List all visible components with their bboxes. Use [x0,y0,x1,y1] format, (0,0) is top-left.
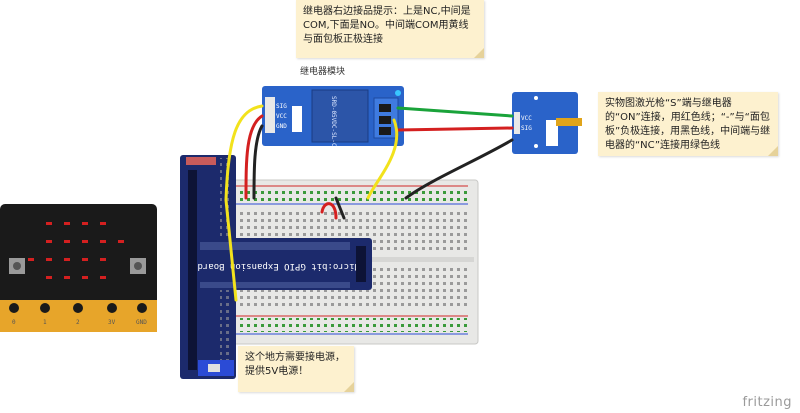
wire-black-laser-gnd [404,138,514,200]
laser-pin-sig: SIG [521,125,532,132]
power-hint-note: 这个地方需要接电源，提供5V电源！ [238,346,354,392]
microbit-pad-3v: 3V [108,319,116,326]
wire-black-gnd [252,124,264,200]
fritzing-watermark: fritzing [742,395,792,410]
microbit-pad-gnd: GND [136,319,147,326]
relay-pin-vcc: VCC [276,113,287,120]
relay-module-title: 继电器模块 [300,67,346,77]
microbit-pad-1: 1 [43,319,47,326]
laser-pin-vcc: VCC [521,115,532,122]
wire-yellow-com [366,118,399,200]
wire-green-nc [396,106,514,118]
wire-red-no [396,126,514,132]
relay-pin-gnd: GND [276,123,287,130]
wires [224,104,514,302]
button-a-icon [9,258,25,274]
gpio-board-title: Micro:bit GPIO Expansion Board [197,261,360,271]
laser-module: VCC SIG [512,92,582,154]
relay-part-number: SRD-05VDC-SL-C [330,96,337,147]
wire-red-jumper [320,202,338,220]
button-b-icon [130,258,146,274]
relay-hint-note: 继电器右边接品提示：上是NC,中间是COM,下面是NO。中间端COM用黄线与面包… [296,0,484,58]
gpio-expansion-board: Micro:bit GPIO Expansion Board [197,238,372,290]
microbit-board: 0 1 2 3V GND [0,204,157,332]
microbit-pad-0: 0 [12,319,16,326]
led-matrix [28,222,124,279]
relay-module: SIG VCC GND SRD-05VDC-SL-C [262,86,404,147]
wire-red-vcc [244,114,264,200]
wire-yellow-sig [224,104,264,302]
wire-black-jumper [334,196,346,220]
laser-hint-note: 实物图激光枪“S”端与继电器的“ON”连接，用红色线；“-”与“面包板”负极连接… [598,92,778,156]
microbit-pad-2: 2 [76,319,80,326]
relay-pin-sig: SIG [276,103,287,110]
